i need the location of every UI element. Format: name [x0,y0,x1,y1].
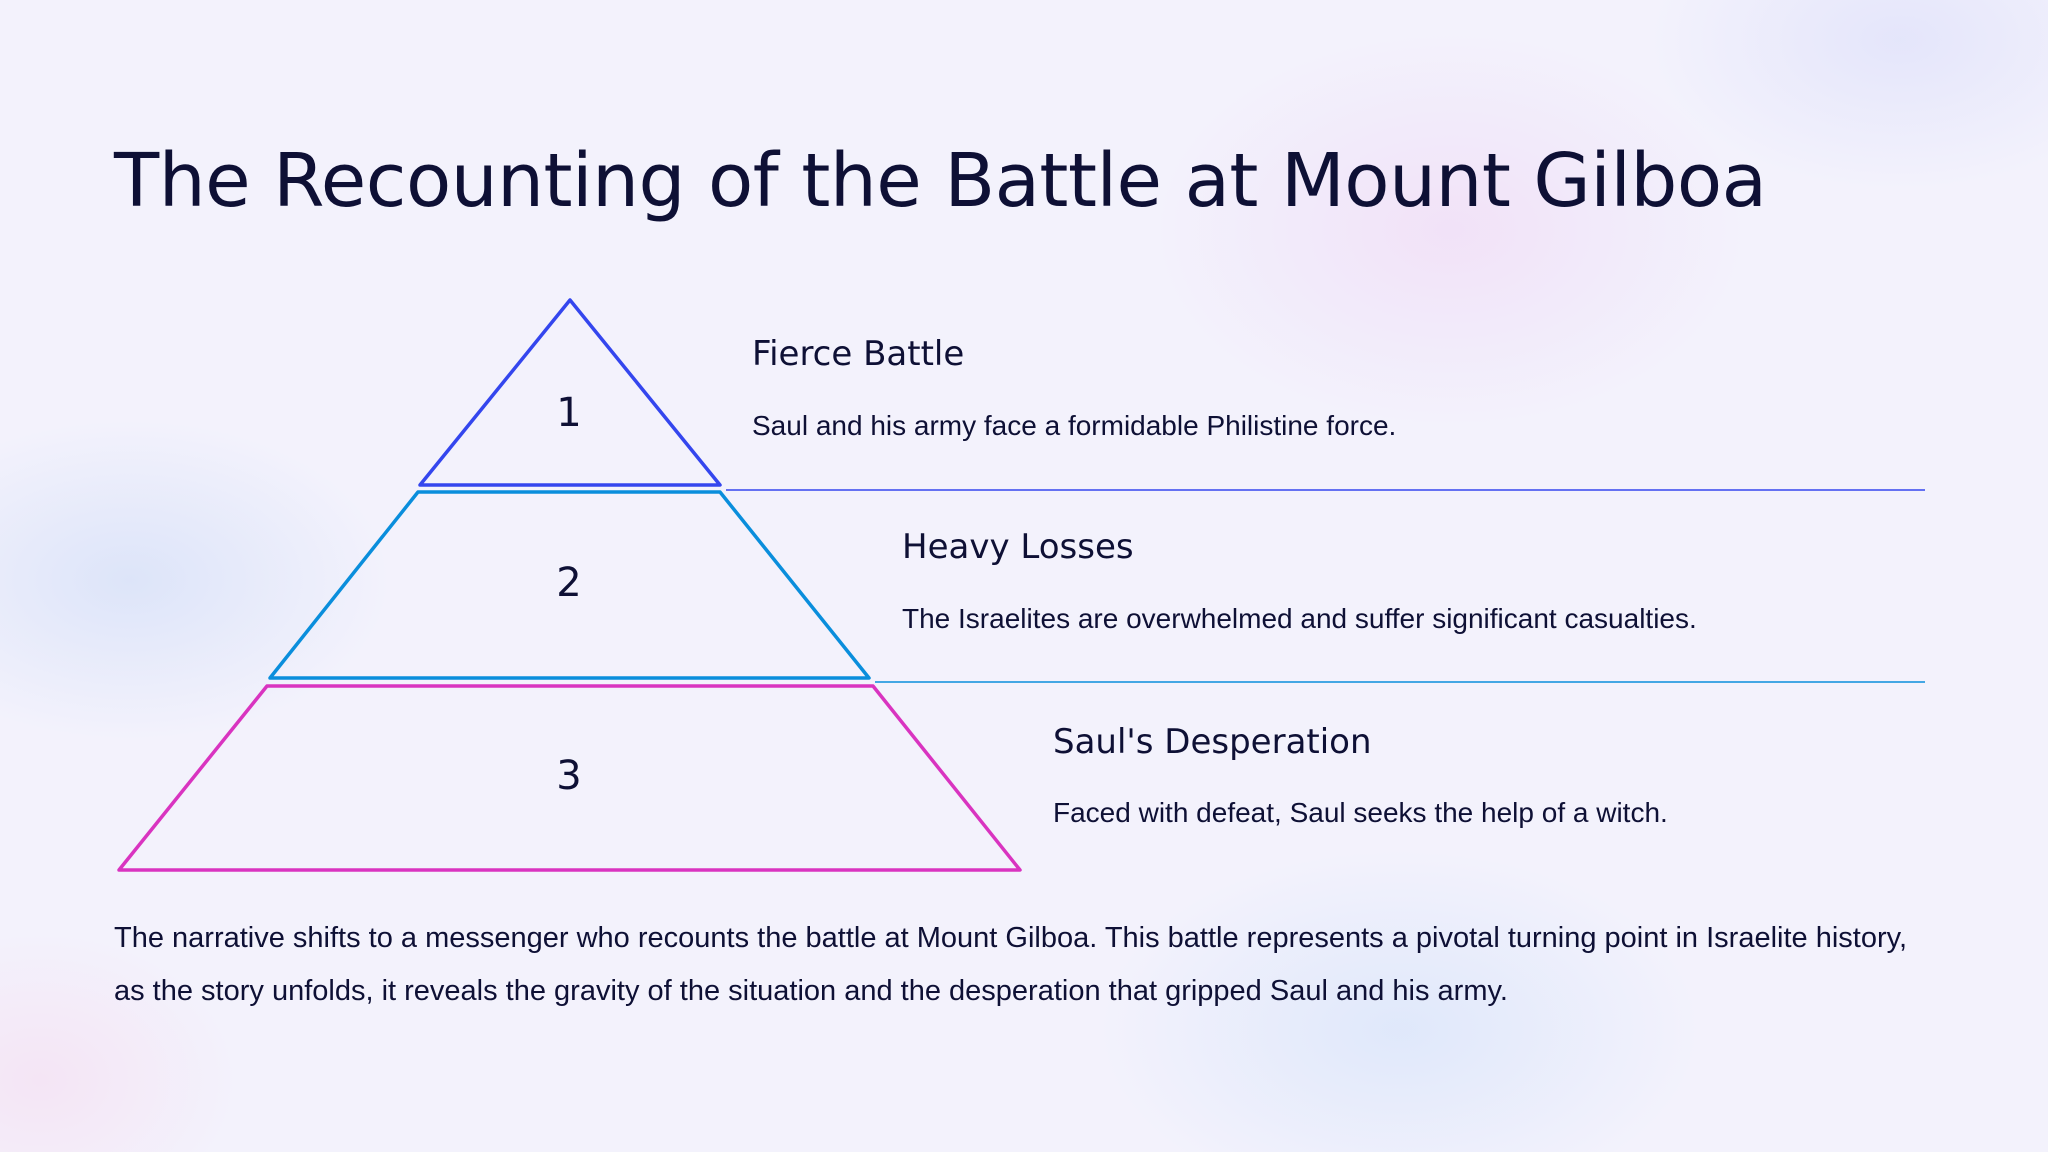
level-3-description: Faced with defeat, Saul seeks the help o… [1053,797,1668,828]
tier-number-2: 2 [556,560,582,606]
pyramid-tier-2 [268,490,871,680]
page-title: The Recounting of the Battle at Mount Gi… [114,138,1767,224]
summary-paragraph: The narrative shifts to a messenger who … [114,922,1908,1007]
level-3-heading: Saul's Desperation [1053,722,1372,762]
pyramid-tier-3 [117,684,1022,872]
level-2-description: The Israelites are overwhelmed and suffe… [902,603,1697,634]
pyramid-tier-1 [418,298,722,487]
tier-number-3: 3 [556,753,582,799]
tier-number-1: 1 [556,390,582,436]
level-1-heading: Fierce Battle [752,334,965,374]
level-1-description: Saul and his army face a formidable Phil… [752,410,1397,441]
level-2-heading: Heavy Losses [902,527,1134,567]
